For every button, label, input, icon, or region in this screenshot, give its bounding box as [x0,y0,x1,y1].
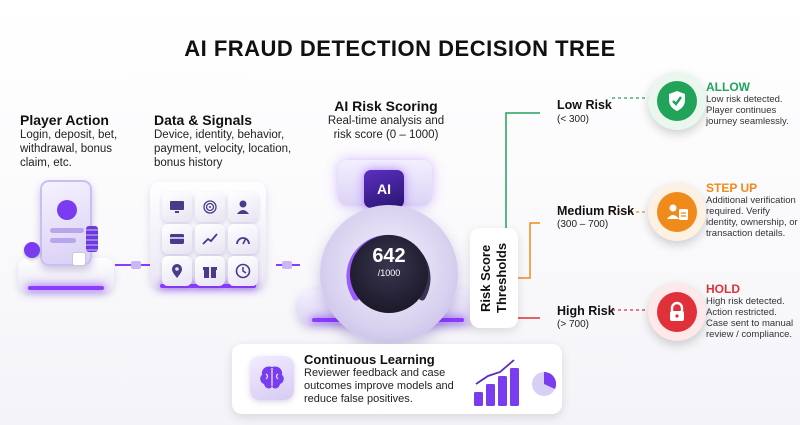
outcome-allow-text: Low risk detected. Player continues jour… [706,94,789,127]
location-pin-icon [162,256,192,286]
outcome-hold-circle [648,283,706,341]
branch-low-range: (< 300) [557,114,589,125]
outcome-stepup-title: STEP UP [706,181,758,195]
branch-medium-range: (300 – 700) [557,219,609,230]
shield-check-icon [657,81,697,121]
outcome-stepup-text: Additional verification required. Verify… [706,195,798,239]
bar-chart-icon [474,359,557,406]
monitor-icon [162,192,192,222]
ai-scoring-heading: AI Risk Scoring [334,98,438,114]
outcome-allow-circle [648,72,706,130]
coin-stack-icon [86,226,98,252]
gift-icon [195,256,225,286]
user-id-icon [657,192,697,232]
connector-node-2 [282,261,292,269]
speedometer-icon [228,224,258,254]
learning-heading: Continuous Learning [304,352,435,367]
risk-score-value: 642 [372,245,406,267]
connector-node-1 [131,261,141,269]
thresholds-label: Risk Score Thresholds [478,242,509,314]
data-signals-heading: Data & Signals [154,112,253,128]
gauge-face [350,235,428,313]
player-action-heading: Player Action [20,112,109,128]
credit-card-icon [162,224,192,254]
dice-icon [72,252,86,266]
outcome-hold-title: HOLD [706,282,740,296]
clock-icon [228,256,258,286]
learning-text: Reviewer feedback and case outcomes impr… [304,367,454,405]
player-action-text: Login, deposit, bet, withdrawal, bonus c… [20,129,118,169]
ai-scoring-text: Real-time analysis and risk score (0 – 1… [327,115,445,141]
outcome-stepup-circle [648,183,706,241]
branch-medium-label: Medium Risk [557,204,635,218]
ai-chip-icon: AI [364,170,404,208]
outcome-hold-text: High risk detected. Action restricted. C… [706,296,794,340]
thresholds-box [470,228,518,328]
chip-icon [24,242,40,258]
lock-icon [657,292,697,332]
data-signals-text: Device, identity, behavior, payment, vel… [154,129,292,169]
user-icon [228,192,258,222]
branch-line-low [505,112,540,228]
risk-score-max: /1000 [377,268,401,278]
trend-icon [195,224,225,254]
branch-low-label: Low Risk [557,98,612,112]
outcome-allow-title: ALLOW [706,80,750,94]
branch-high-range: (> 700) [557,319,589,330]
phone-icon [40,180,92,266]
fingerprint-icon [195,192,225,222]
pedestal-glow-1 [28,286,104,290]
page-title: AI FRAUD DETECTION DECISION TREE [184,36,616,61]
branch-high-label: High Risk [557,304,615,318]
branch-line-medium [518,222,540,279]
pedestal-glow-2 [160,284,256,288]
brain-icon [250,356,294,400]
